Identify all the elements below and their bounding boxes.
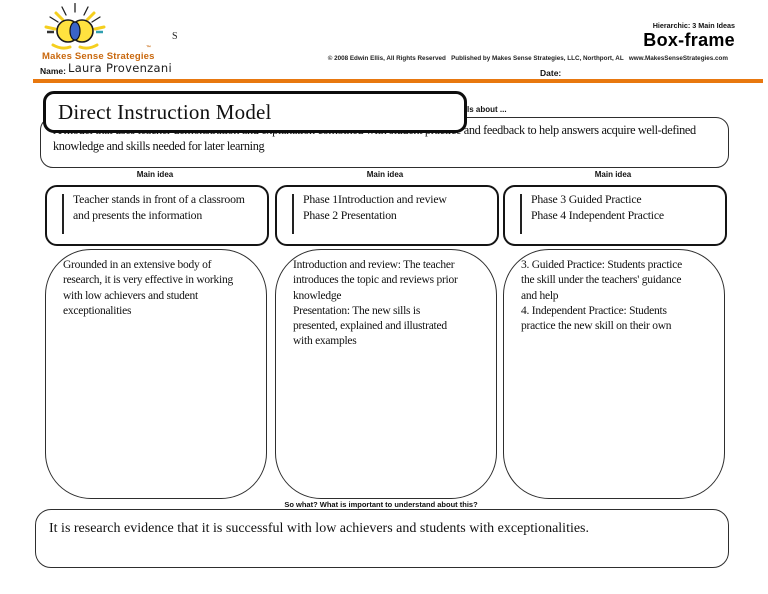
s-glyph: S: [172, 31, 178, 42]
main-idea-text-1: Teacher stands in front of a classroom a…: [73, 192, 245, 222]
header-divider: [33, 79, 763, 83]
hierarchic-label: Hierarchic: 3 Main Ideas: [652, 21, 735, 30]
so-what-text: It is research evidence that it is succe…: [49, 521, 590, 536]
is-about-label: Is about ...: [467, 105, 507, 114]
detail-box-2: Introduction and review: The teacher int…: [275, 249, 497, 499]
copyright-line: © 2008 Edwin Ellis, All Rights Reserved …: [327, 55, 728, 62]
main-idea-label-3: Main idea: [594, 170, 632, 179]
main-idea-label-1: Main idea: [136, 170, 174, 179]
trademark-symbol: ™: [146, 45, 151, 51]
detail-text-3: 3. Guided Practice: Students practice th…: [521, 259, 682, 333]
product-title: Box-frame: [643, 30, 735, 50]
topic-title: Direct Instruction Model: [58, 99, 272, 124]
main-idea-text-3: Phase 3 Guided Practice Phase 4 Independ…: [531, 192, 664, 222]
so-what-label: So what? What is important to understand…: [284, 500, 478, 509]
date-label: Date:: [540, 68, 562, 78]
margin-line: [62, 194, 64, 234]
topic-title-box: Direct Instruction Model: [43, 91, 467, 133]
detail-text-2: Introduction and review: The teacher int…: [293, 259, 458, 348]
main-idea-label-2: Main idea: [366, 170, 404, 179]
detail-box-1: Grounded in an extensive body of researc…: [45, 249, 267, 499]
so-what-box: It is research evidence that it is succe…: [35, 509, 729, 568]
margin-line: [520, 194, 522, 234]
detail-text-1: Grounded in an extensive body of researc…: [63, 259, 233, 317]
name-label: Name:: [40, 66, 66, 76]
main-idea-box-1: Teacher stands in front of a classroom a…: [45, 185, 269, 246]
main-idea-box-3: Phase 3 Guided Practice Phase 4 Independ…: [503, 185, 727, 246]
main-idea-text-2: Phase 1Introduction and review Phase 2 P…: [303, 192, 447, 222]
margin-line: [292, 194, 294, 234]
name-value: Laura Provenzani: [68, 61, 172, 75]
brand-name: Makes Sense Strategies: [42, 51, 155, 62]
sun-eye-logo-icon: [44, 3, 106, 50]
detail-box-3: 3. Guided Practice: Students practice th…: [503, 249, 725, 499]
main-idea-box-2: Phase 1Introduction and review Phase 2 P…: [275, 185, 499, 246]
